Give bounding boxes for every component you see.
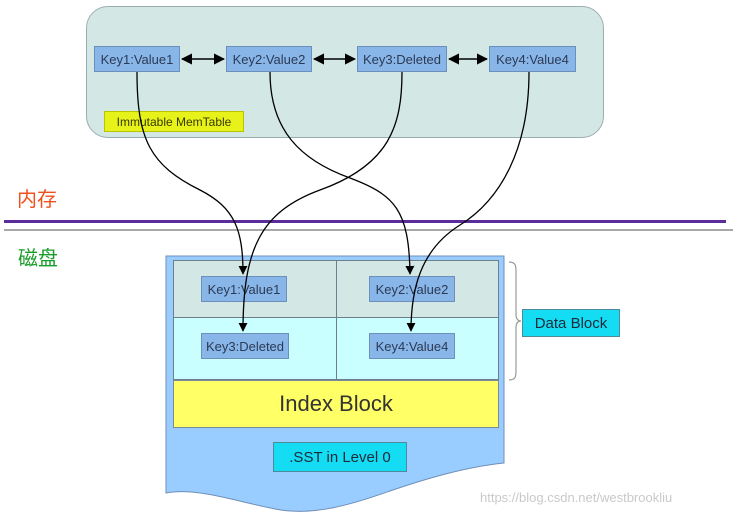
sst-level-label: .SST in Level 0 (273, 442, 407, 472)
index-block: Index Block (173, 380, 499, 428)
memory-disk-divider (4, 220, 726, 223)
disk-entry-key4: Key4:Value4 (369, 333, 455, 359)
mem-entry-key3: Key3:Deleted (357, 46, 447, 72)
mem-entry-key4: Key4:Value4 (489, 46, 576, 72)
memory-zone-label: 内存 (17, 187, 57, 211)
memtable-label: Immutable MemTable (104, 111, 244, 132)
disk-entry-key1: Key1:Value1 (201, 276, 287, 302)
data-block-label: Data Block (522, 309, 620, 337)
watermark: https://blog.csdn.net/westbrookliu (480, 490, 673, 505)
disk-entry-key3: Key3:Deleted (201, 333, 289, 359)
disk-divider-shadow (4, 229, 733, 231)
disk-entry-key2: Key2:Value2 (369, 276, 455, 302)
mem-entry-key1: Key1:Value1 (94, 46, 180, 72)
mem-entry-key2: Key2:Value2 (226, 46, 312, 72)
data-block-brace (508, 261, 522, 381)
disk-zone-label: 磁盘 (18, 246, 58, 270)
